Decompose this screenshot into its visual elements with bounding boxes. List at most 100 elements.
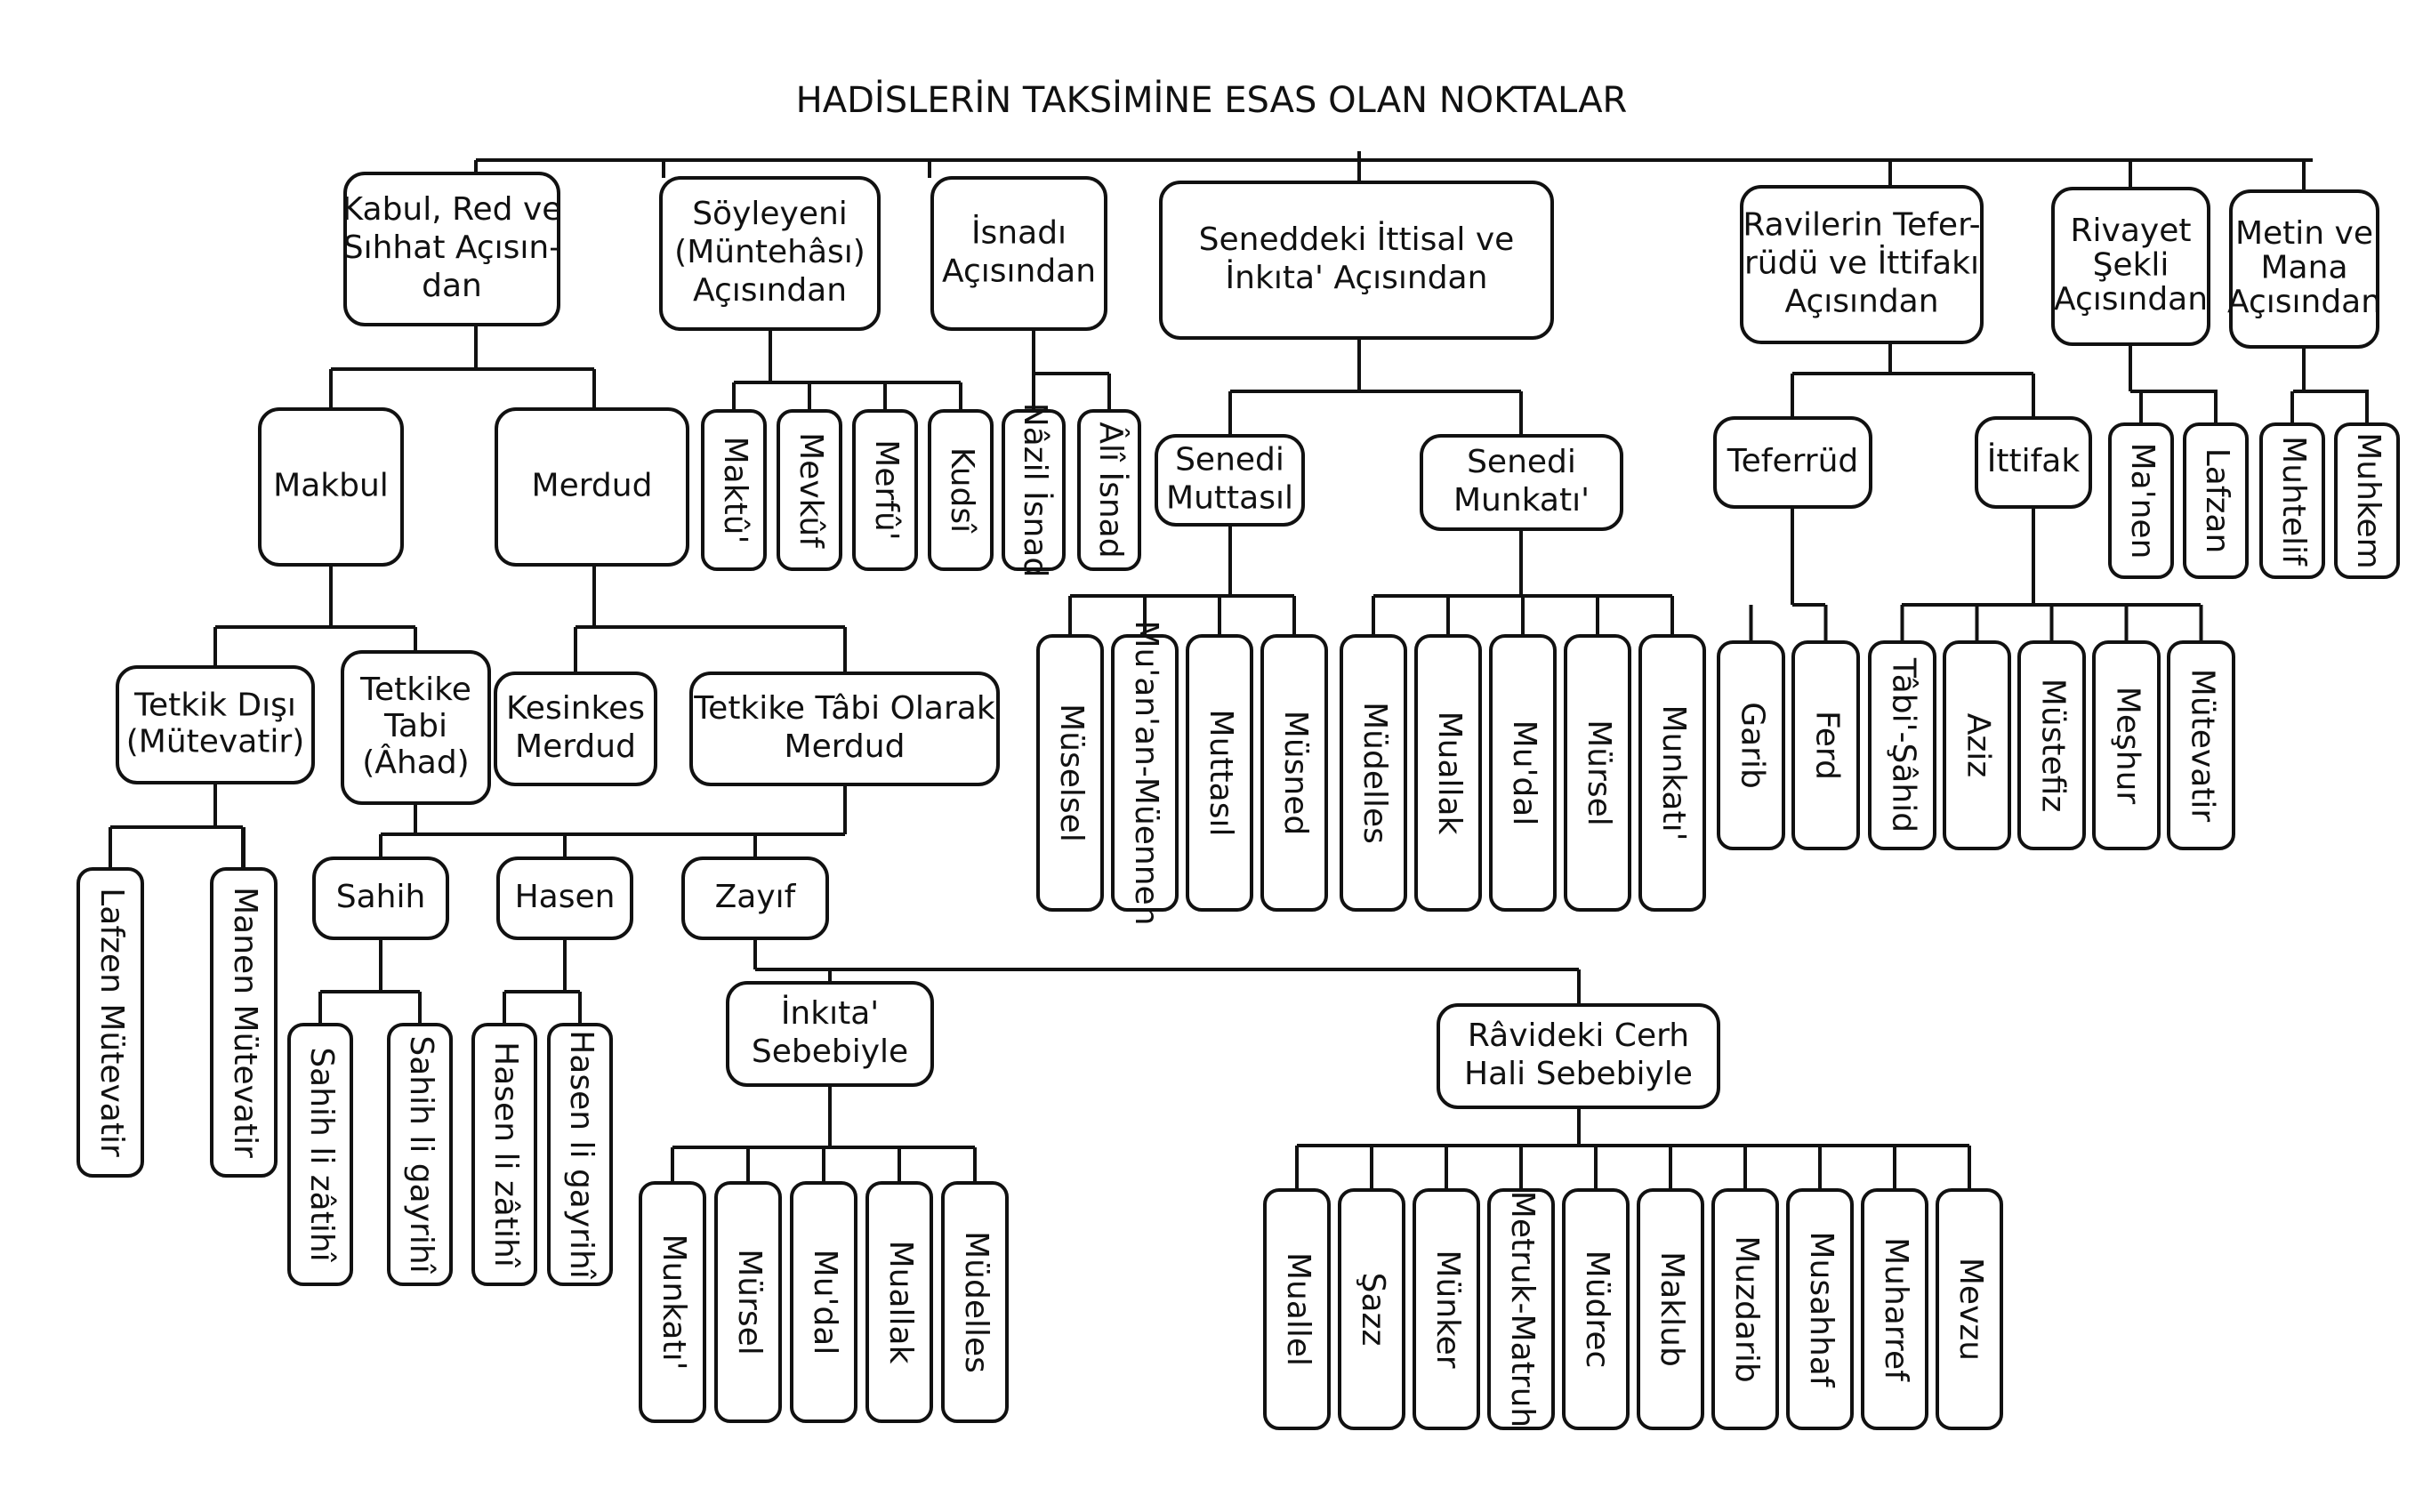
cerh-item-label: Muharref [1878, 1237, 1914, 1382]
inkita-box-frame [726, 981, 934, 1087]
muttasil-item-1-frame [1036, 634, 1104, 912]
inkita-item-label: Mu'dal [807, 1250, 843, 1355]
munkati-item-label: Munkatı' [1655, 705, 1692, 841]
rivayet-item-1-frame [2108, 422, 2174, 579]
soyleyeni-label: Söyleyeni(Müntehâsı)Açısından [674, 196, 865, 309]
hasen-box-frame [496, 857, 633, 940]
munkati-item-1-frame [1340, 634, 1407, 912]
mutevatir-item-2-frame [210, 867, 278, 1178]
cerh-item-label: Müdrec [1579, 1251, 1615, 1369]
soyleyeni-item-label: Kudsî [944, 447, 980, 534]
muttasil-item-2-frame [1111, 634, 1179, 912]
inkita-item-5-frame [941, 1181, 1009, 1423]
ittifak-item-label: Mütevatir [2185, 669, 2221, 823]
cerh-item-10-frame [1936, 1188, 2003, 1430]
cerh-item-label: Muallel [1280, 1252, 1316, 1366]
metin-item-1-frame [2259, 422, 2325, 579]
metin-box-frame [2229, 189, 2379, 349]
rivayet-item-2-frame [2183, 422, 2249, 579]
cerh-item-2-frame [1338, 1188, 1405, 1430]
merdud-box-frame [495, 407, 689, 567]
soyleyeni-item-label: Maktû' [717, 437, 753, 544]
muttasil-item-3-frame [1186, 634, 1253, 912]
cerh-item-7-frame [1711, 1188, 1779, 1430]
rivayet-box-frame [2051, 187, 2210, 346]
munkati-item-5-frame [1638, 634, 1706, 912]
cerh-item-1-frame [1263, 1188, 1331, 1430]
sahih-item-label: Sahih li gayrihî [403, 1035, 439, 1274]
cerh-item-3-frame [1413, 1188, 1480, 1430]
hasen-item-2-frame [547, 1023, 613, 1286]
ittifak-item-1-frame [1868, 640, 1936, 850]
soyleyeni-box-frame [659, 176, 881, 331]
munkati-item-label: Mu'dal [1506, 720, 1542, 826]
ittifak-item-label: Müstefiz [2035, 679, 2072, 812]
munkati-item-label: Mürsel [1581, 720, 1617, 826]
inkita-item-3-frame [790, 1181, 857, 1423]
zayif-label: Zayıf [715, 879, 797, 915]
teferrud-label: Teferrüd [1727, 443, 1858, 479]
hasen-item-label: Hasen li gayrihî [563, 1030, 600, 1280]
sahih-item-label: Sahih li zâtihî [303, 1047, 340, 1262]
ittifak-box-frame [1975, 416, 2092, 509]
sahih-box-frame [312, 857, 449, 940]
sahih-item-2-frame [387, 1023, 453, 1286]
hasen-item-1-frame [471, 1023, 537, 1286]
inkita-item-label: Mürsel [731, 1249, 768, 1355]
sahih-item-1-frame [287, 1023, 353, 1286]
isnadi-item-1-frame [1002, 409, 1066, 571]
senet-box-frame [1159, 181, 1554, 340]
rivayet-item-label: Lafzan [2199, 448, 2235, 554]
diagram-title: HADİSLERİN TAKSİMİNE ESAS OLAN NOKTALAR [796, 78, 1628, 121]
ittifak-item-label: Tâbi'-Şâhid [1886, 657, 1922, 832]
kabul-box-frame [343, 172, 560, 326]
teferrud-item-label: Garib [1735, 702, 1771, 789]
teferrud-item-2-frame [1791, 640, 1860, 850]
connector-lines [109, 151, 2369, 1190]
ittifak-item-label: Aziz [1960, 713, 1997, 777]
cerh-item-label: Münker [1429, 1250, 1466, 1368]
munkati-item-label: Muallak [1431, 712, 1468, 835]
ittifak-item-3-frame [2017, 640, 2086, 850]
rivayet-item-label: Ma'nen [2124, 443, 2161, 559]
soyleyeni-item-4-frame [928, 409, 994, 571]
isnadi-item-2-frame [1077, 409, 1141, 571]
muttasil-box-frame [1155, 434, 1305, 527]
muttasil-item-label: Müsned [1277, 711, 1314, 835]
cerh-item-8-frame [1786, 1188, 1854, 1430]
raviler-box-frame [1740, 185, 1984, 344]
soyleyeni-item-2-frame [777, 409, 842, 571]
munkati-item-4-frame [1564, 634, 1631, 912]
cerh-box-frame [1437, 1003, 1720, 1109]
mutevatir-item-label: Manen Mütevatir [227, 887, 263, 1158]
mutevatir-item-1-frame [76, 867, 144, 1178]
mutevatir-item-label: Lafzen Mütevatir [93, 888, 130, 1157]
munkati-item-label: Müdelles [1356, 702, 1393, 844]
inkita-label: İnkıta'Sebebiyle [752, 994, 908, 1070]
cerh-item-4-frame [1487, 1188, 1555, 1430]
munkati-box-frame [1420, 434, 1623, 531]
inkita-item-2-frame [714, 1181, 782, 1423]
sahih-label: Sahih [336, 879, 426, 915]
isnadi-item-label: Âlî İsnad [1092, 422, 1130, 558]
tetkike-tabi-box-frame [341, 650, 491, 805]
inkita-item-label: Muallak [882, 1241, 919, 1364]
teferrud-item-1-frame [1717, 640, 1785, 850]
ittifak-item-2-frame [1943, 640, 2011, 850]
inkita-item-label: Munkatı' [656, 1235, 692, 1371]
inkita-item-label: Müdelles [958, 1231, 994, 1373]
cerh-item-9-frame [1861, 1188, 1928, 1430]
muttasil-item-label: Muttasıl [1203, 710, 1239, 837]
isnadi-item-label: Nâzil İsnad [1017, 403, 1054, 577]
